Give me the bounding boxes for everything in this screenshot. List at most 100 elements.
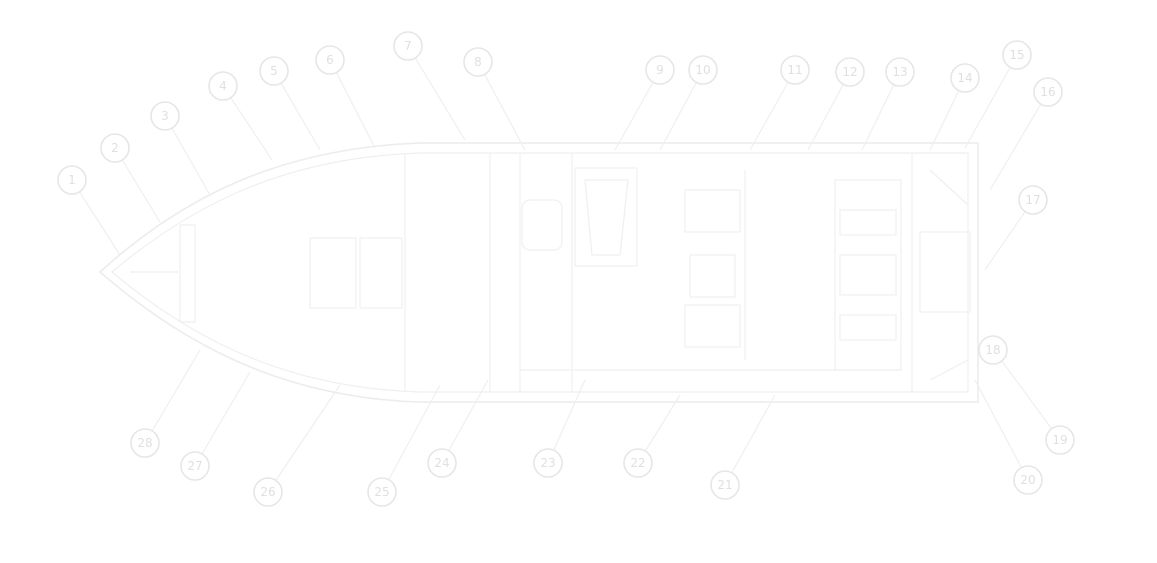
hull-outline: [98, 142, 979, 403]
callout-circle: [688, 55, 718, 85]
callout-circle: [835, 57, 865, 87]
callout-circle: [100, 133, 130, 163]
callout-11: 11: [780, 55, 810, 85]
callout-circle: [645, 55, 675, 85]
callout-number: 23: [540, 456, 555, 470]
seat-2: [689, 254, 736, 298]
callout-number: 1: [68, 173, 76, 187]
leader-line-1: [71, 179, 121, 256]
callout-8: 8: [463, 47, 493, 77]
callout-number: 7: [404, 39, 412, 53]
callout-circle: [253, 477, 283, 507]
galley-detail: [584, 179, 629, 256]
callout-circle: [367, 477, 397, 507]
callout-19: 19: [1045, 425, 1075, 455]
compartments: [309, 153, 971, 392]
callout-22: 22: [623, 448, 653, 478]
callout-5: 5: [259, 56, 289, 86]
leader-line-25: [381, 384, 441, 493]
callout-21: 21: [710, 470, 740, 500]
leader-line-15: [964, 54, 1018, 149]
callout-circle: [259, 56, 289, 86]
callout-20: 20: [1013, 465, 1043, 495]
callout-circle: [780, 55, 810, 85]
callout-number: 6: [326, 53, 334, 67]
callout-number: 21: [717, 478, 732, 492]
callout-number: 18: [985, 343, 1000, 357]
berth-2: [839, 254, 897, 296]
callout-14: 14: [950, 63, 980, 93]
hull-outer: [98, 142, 979, 403]
callout-circle: [950, 63, 980, 93]
leader-line-20: [974, 379, 1029, 481]
stern-detail: [929, 169, 969, 381]
leader-line-26: [267, 384, 341, 493]
callout-number: 15: [1009, 48, 1024, 62]
callout-number: 9: [656, 63, 664, 77]
callout-circle: [393, 31, 423, 61]
callout-number: 16: [1040, 85, 1055, 99]
callout-number: 2: [111, 141, 119, 155]
callout-circle: [1018, 185, 1048, 215]
callout-number: 13: [892, 65, 907, 79]
seat-1: [684, 189, 741, 233]
callout-circle: [623, 448, 653, 478]
callout-10: 10: [688, 55, 718, 85]
callout-number: 28: [137, 436, 152, 450]
aft-cabin: [834, 179, 902, 371]
callout-number: 19: [1052, 433, 1067, 447]
callout-number: 12: [842, 65, 857, 79]
callout-17: 17: [1018, 185, 1048, 215]
callout-25: 25: [367, 477, 397, 507]
callout-23: 23: [533, 448, 563, 478]
galley: [574, 167, 638, 267]
callout-1: 1: [57, 165, 87, 195]
callout-15: 15: [1002, 40, 1032, 70]
callout-number: 25: [374, 485, 389, 499]
callout-circle: [1033, 77, 1063, 107]
callout-circle: [885, 57, 915, 87]
callout-number: 3: [161, 109, 169, 123]
forward-cabin-2: [359, 237, 403, 309]
callout-6: 6: [315, 45, 345, 75]
bow-deck: [179, 224, 196, 323]
callout-circle: [710, 470, 740, 500]
callout-9: 9: [645, 55, 675, 85]
callout-number: 5: [270, 64, 278, 78]
callout-circle: [978, 335, 1008, 365]
berth-3: [839, 314, 897, 341]
callout-circle: [150, 101, 180, 131]
stern-locker: [919, 231, 971, 313]
callout-number: 20: [1020, 473, 1035, 487]
leader-line-28: [144, 349, 201, 444]
callout-number: 10: [695, 63, 710, 77]
callout-24: 24: [427, 448, 457, 478]
callout-number: 11: [787, 63, 802, 77]
leader-line-21: [724, 394, 776, 486]
callout-circle: [57, 165, 87, 195]
callout-13: 13: [885, 57, 915, 87]
leader-line-7: [407, 45, 466, 141]
callout-16: 16: [1033, 77, 1063, 107]
callout-circle: [208, 71, 238, 101]
callout-18: 18: [978, 335, 1008, 365]
callout-circle: [533, 448, 563, 478]
callout-circle: [1045, 425, 1075, 455]
callout-number: 8: [474, 55, 482, 69]
callout-number: 26: [260, 485, 275, 499]
callout-number: 27: [187, 459, 202, 473]
callout-26: 26: [253, 477, 283, 507]
head-compartment: [521, 199, 563, 251]
callout-7: 7: [393, 31, 423, 61]
callout-28: 28: [130, 428, 160, 458]
callout-number: 4: [219, 79, 227, 93]
leader-line-24: [441, 379, 489, 464]
leader-line-27: [194, 371, 251, 467]
callout-number: 14: [957, 71, 972, 85]
leader-line-6: [329, 59, 376, 149]
callout-circle: [315, 45, 345, 75]
callout-circle: [130, 428, 160, 458]
callout-number: 22: [630, 456, 645, 470]
